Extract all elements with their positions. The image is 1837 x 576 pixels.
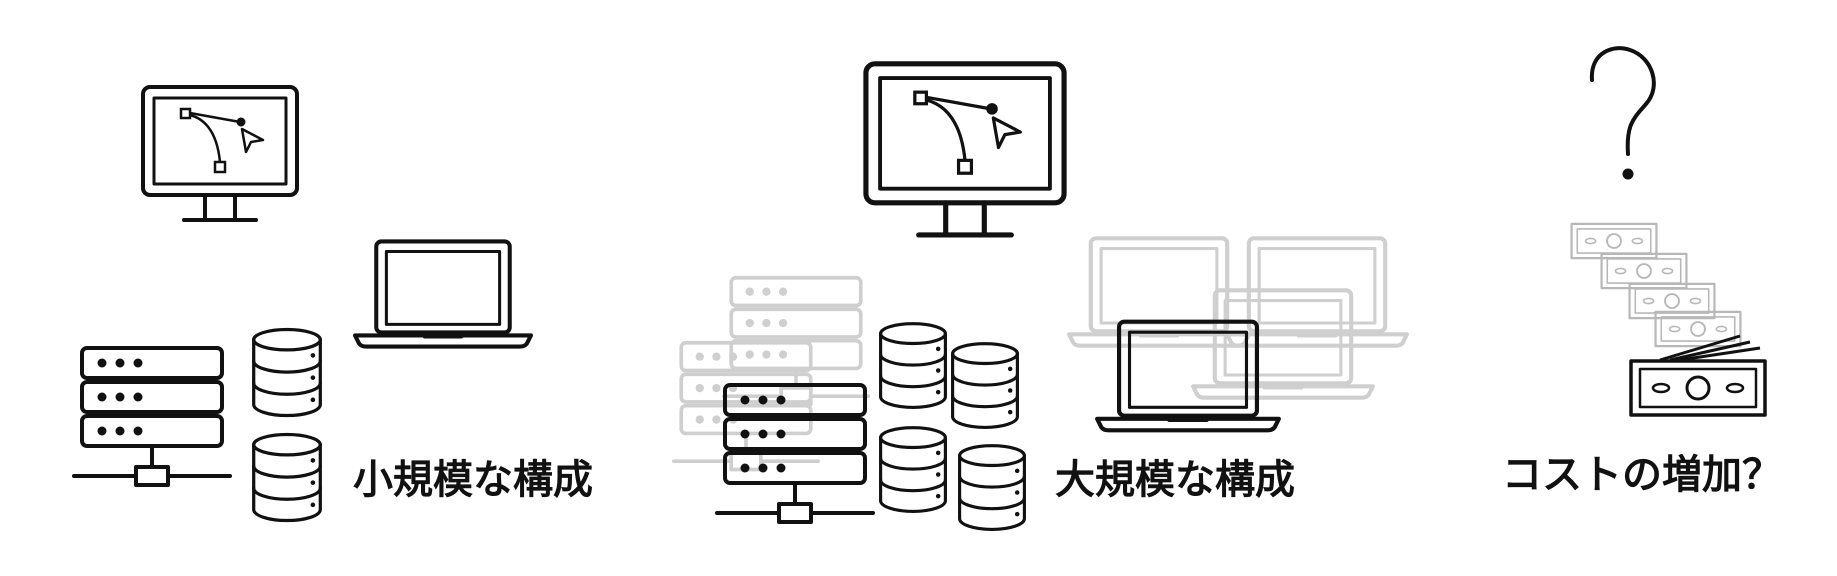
database-icon xyxy=(252,327,322,418)
database-icon xyxy=(878,426,948,514)
panel-large xyxy=(672,64,1407,532)
database-icon xyxy=(957,444,1027,532)
server-icon xyxy=(72,346,232,487)
database-icon xyxy=(252,432,322,523)
banknote-icon xyxy=(1629,359,1767,417)
database-icon xyxy=(950,342,1020,430)
panel-small xyxy=(72,85,531,523)
caption-cost-increase: コストの増加？ xyxy=(1502,452,1782,498)
caption-small-configuration: 小規模な構成 xyxy=(353,457,593,503)
laptop-icon xyxy=(355,241,531,346)
question-mark-icon xyxy=(1589,46,1656,180)
money-stack-icon xyxy=(1570,222,1767,417)
panel-cost xyxy=(1570,46,1767,417)
banknote-fan-icon xyxy=(1659,334,1761,362)
database-icon xyxy=(878,322,948,410)
caption-large-configuration: 大規模な構成 xyxy=(1055,457,1295,503)
monitor-icon xyxy=(866,64,1064,235)
monitor-icon xyxy=(141,85,299,222)
